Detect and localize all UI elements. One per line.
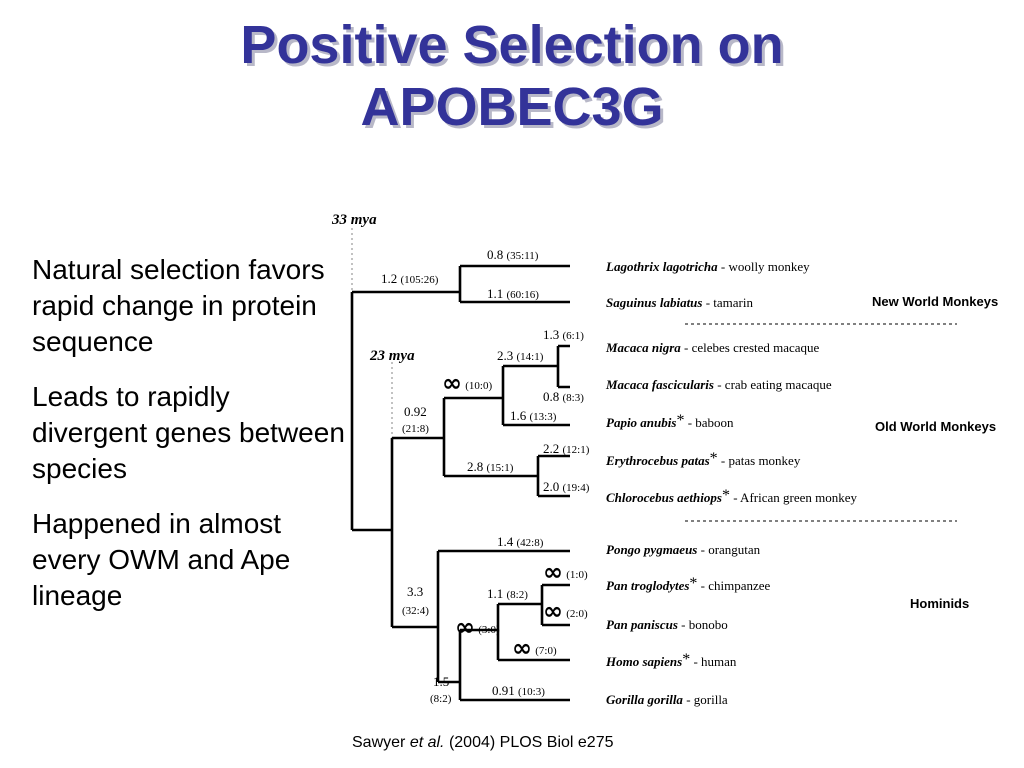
branch-value-pan-stem: 1.1: [487, 586, 503, 601]
svg-text:0.8 (8:3): 0.8 (8:3): [543, 389, 584, 404]
branch-value-papio: 1.6: [510, 408, 527, 423]
taxon-macaca-fascicularis: Macaca fascicularis - crab eating macaqu…: [605, 377, 832, 392]
branch-ratio-papio-macaca-stem: (10:0): [465, 380, 492, 392]
tree-branches: [350, 264, 570, 702]
svg-text:2.0 (19:4): 2.0 (19:4): [543, 479, 590, 494]
branch-value-homo: ∞: [512, 634, 532, 662]
branch-ratio-african-ape-stem: (8:2): [430, 693, 452, 705]
svg-text:1.4 (42:8): 1.4 (42:8): [497, 534, 544, 549]
branch-value-papio-macaca-stem: ∞: [442, 369, 462, 397]
branch-value-pongo: 1.4: [497, 534, 514, 549]
branch-value-troglodytes: ∞: [543, 558, 563, 586]
branch-ratio-nigra: (6:1): [563, 330, 585, 342]
branch-value-macaca-stem: 2.3: [497, 348, 513, 363]
branch-value-african-ape-stem: 1.5: [433, 674, 449, 689]
taxon-erythrocebus: Erythrocebus patas* - patas monkey: [605, 450, 801, 468]
svg-text:2.2 (12:1): 2.2 (12:1): [543, 441, 590, 456]
branch-ratio-lagothrix: (35:11): [507, 250, 539, 262]
svg-text:∞ (1:0): ∞ (1:0): [543, 558, 588, 586]
root-time-label: 33 mya: [331, 212, 377, 228]
owm-ape-time-label: 23 mya: [369, 348, 415, 364]
taxon-labels: Lagothrix lagotricha - woolly monkey Sag…: [605, 259, 857, 707]
taxon-macaca-nigra: Macaca nigra - celebes crested macaque: [605, 340, 820, 355]
svg-text:1.2 (105:26): 1.2 (105:26): [381, 271, 439, 286]
taxon-homo: Homo sapiens* - human: [605, 651, 737, 669]
taxon-pongo: Pongo pygmaeus - orangutan: [606, 542, 761, 557]
branch-ratio-patas: (12:1): [563, 444, 590, 456]
citation-authors: Sawyer: [352, 734, 406, 751]
branch-value-patas: 2.2: [543, 441, 559, 456]
branch-labels: 1.2 (105:26) 0.8 (35:11) 1.1 (60:16) 1.3…: [381, 247, 590, 705]
taxon-saguinus: Saguinus labiatus - tamarin: [606, 295, 754, 310]
taxon-pan-paniscus: Pan paniscus - bonobo: [606, 617, 728, 632]
branch-value-chlorocebus: 2.0: [543, 479, 559, 494]
svg-text:2.3 (14:1): 2.3 (14:1): [497, 348, 544, 363]
bullet-3: Happened in almost every OWM and Ape lin…: [32, 508, 291, 611]
bullet-1: Natural selection favors rapid change in…: [32, 254, 325, 357]
title-line-1: Positive Selection on: [240, 15, 784, 75]
branch-ratio-troglodytes: (1:0): [566, 569, 588, 581]
branch-value-nigra: 1.3: [543, 327, 559, 342]
branch-ratio-chlorocebus: (19:4): [563, 482, 590, 494]
taxon-pan-troglodytes: Pan troglodytes* - chimpanzee: [606, 575, 771, 593]
bullet-2: Leads to rapidly divergent genes between…: [32, 381, 345, 484]
branch-value-paniscus: ∞: [543, 597, 563, 625]
branch-value-saguinus: 1.1: [487, 286, 503, 301]
citation: Sawyer et al. (2004) PLOS Biol e275: [352, 734, 614, 752]
branch-ratio-gorilla: (10:3): [518, 686, 545, 698]
branch-ratio-macaca-stem: (14:1): [517, 351, 544, 363]
svg-text:0.8 (35:11): 0.8 (35:11): [487, 247, 539, 262]
taxon-chlorocebus: Chlorocebus aethiops* - African green mo…: [606, 487, 857, 505]
branch-value-owm-stem: 0.92: [404, 404, 427, 419]
branch-ratio-owm-stem: (21:8): [402, 423, 429, 435]
citation-etal: et al.: [409, 734, 445, 751]
branch-value-hominine-stem: ∞: [455, 613, 475, 641]
group-label-hominids: Hominids: [910, 596, 969, 611]
branch-value-african-stem: 2.8: [467, 459, 483, 474]
group-label-old-world-monkeys: Old World Monkeys: [875, 419, 996, 434]
svg-text:1.3 (6:1): 1.3 (6:1): [543, 327, 584, 342]
svg-text:∞ (7:0): ∞ (7:0): [512, 634, 557, 662]
svg-text:∞ (3:0): ∞ (3:0): [455, 613, 500, 641]
branch-ratio-nwm-stem: (105:26): [401, 274, 439, 286]
svg-text:∞ (10:0): ∞ (10:0): [442, 369, 492, 397]
branch-ratio-pan-stem: (8:2): [507, 589, 529, 601]
citation-rest: (2004) PLOS Biol e275: [444, 734, 614, 751]
branch-value-nwm-stem: 1.2: [381, 271, 397, 286]
taxon-papio: Papio anubis* - baboon: [606, 412, 734, 430]
title-line-2: APOBEC3G: [360, 77, 664, 137]
svg-text:1.6 (13:3): 1.6 (13:3): [510, 408, 557, 423]
branch-ratio-fascicularis: (8:3): [563, 392, 585, 404]
svg-text:1.1 (60:16): 1.1 (60:16): [487, 286, 539, 301]
branch-ratio-papio: (13:3): [530, 411, 557, 423]
taxon-gorilla: Gorilla gorilla - gorilla: [606, 692, 728, 707]
branch-ratio-african-stem: (15:1): [487, 462, 514, 474]
bullet-list: Natural selection favors rapid change in…: [32, 252, 352, 633]
branch-ratio-ape-stem: (32:4): [402, 605, 429, 617]
branch-value-gorilla: 0.91: [492, 683, 515, 698]
group-label-new-world-monkeys: New World Monkeys: [872, 294, 998, 309]
branch-ratio-hominine-stem: (3:0): [478, 624, 500, 636]
branch-ratio-homo: (7:0): [535, 645, 557, 657]
taxon-lagothrix: Lagothrix lagotricha - woolly monkey: [605, 259, 810, 274]
branch-value-ape-stem: 3.3: [407, 584, 423, 599]
branch-value-lagothrix: 0.8: [487, 247, 503, 262]
svg-text:2.8 (15:1): 2.8 (15:1): [467, 459, 514, 474]
branch-ratio-paniscus: (2:0): [566, 608, 588, 620]
svg-text:∞ (2:0): ∞ (2:0): [543, 597, 588, 625]
branch-ratio-pongo: (42:8): [517, 537, 544, 549]
branch-ratio-saguinus: (60:16): [507, 289, 540, 301]
branch-value-fascicularis: 0.8: [543, 389, 559, 404]
svg-text:0.91 (10:3): 0.91 (10:3): [492, 683, 545, 698]
svg-text:1.1 (8:2): 1.1 (8:2): [487, 586, 528, 601]
slide-title: Positive Selection on APOBEC3G: [0, 14, 1024, 138]
